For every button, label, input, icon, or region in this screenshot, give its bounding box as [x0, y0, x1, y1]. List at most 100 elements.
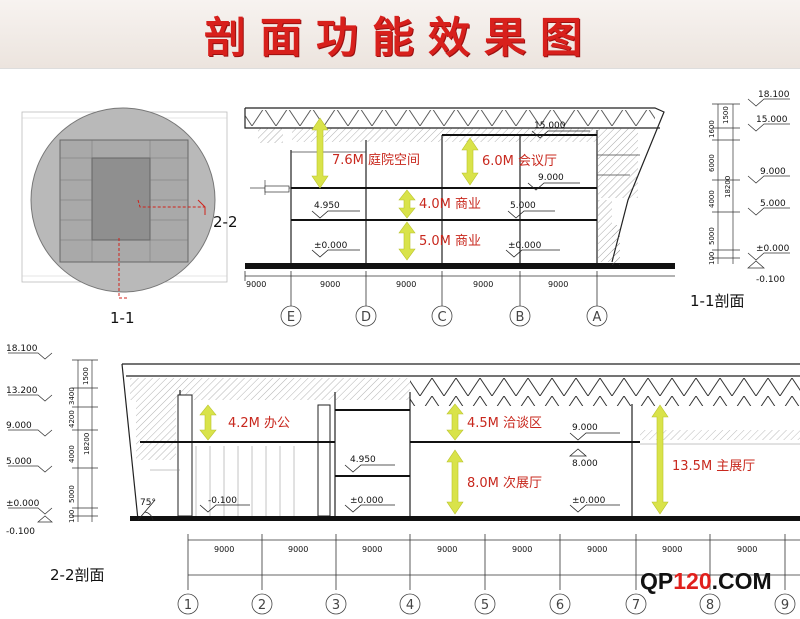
s1-caption: 1-1剖面: [690, 292, 745, 310]
s1-level-15: 15.000: [534, 121, 566, 131]
s1-ruler-d4000: 4000: [708, 190, 716, 208]
cut-2-label: 2-2: [213, 213, 238, 231]
s2-level-4950: 4.950: [350, 455, 376, 465]
logo-part-3: .COM: [711, 568, 772, 594]
s2-axis-3: 3: [332, 598, 340, 613]
cut-1-label: 1-1: [110, 309, 135, 327]
s2-bay-6: 9000: [662, 545, 682, 554]
cut-line-1-1: [118, 238, 128, 299]
s1-label-courtyard: 7.6M 庭院空间: [332, 152, 420, 168]
s2-ruler-top: 18.100: [6, 344, 38, 354]
s2-level-0a: ±0.000: [350, 496, 384, 506]
s2-bay-0: 9000: [214, 545, 234, 554]
s2-ruler-d100: 100: [68, 510, 76, 523]
arrow-office: [199, 404, 217, 441]
s1-ruler-0: ±0.000: [756, 244, 790, 254]
s2-ruler-d4000: 4000: [68, 445, 76, 463]
s2-ruler-0: ±0.000: [6, 499, 40, 509]
arrow-secondary-hall: [446, 449, 464, 515]
s2-level-8: 8.000: [572, 459, 598, 469]
title-band: [0, 0, 800, 69]
s2-bay-2: 9000: [362, 545, 382, 554]
logo-part-1: QP: [640, 568, 674, 594]
arrow-commerce-lower: [398, 221, 416, 261]
s2-ruler-total: 18200: [83, 433, 91, 455]
s1-bay-0: 9000: [246, 280, 266, 289]
s2-bay-5: 9000: [587, 545, 607, 554]
s1-level-9: 9.000: [538, 173, 564, 183]
s1-bay-2: 9000: [396, 280, 416, 289]
s2-axis-7: 7: [632, 598, 640, 613]
s1-ruler: [712, 98, 790, 269]
s2-axis-5: 5: [481, 598, 489, 613]
s1-ruler-total: 18200: [724, 176, 732, 198]
s2-ruler-d4200: 4200: [68, 410, 76, 428]
s2-axis-1: 1: [184, 598, 192, 613]
key-plan: [21, 107, 228, 299]
s1-bay-1: 9000: [320, 280, 340, 289]
s2-axis-2: 2: [258, 598, 266, 613]
s2-ruler-132: 13.200: [6, 386, 38, 396]
s2-ruler-d5000: 5000: [68, 485, 76, 503]
s1-axis-D: D: [361, 310, 371, 325]
s1-ruler-d5000: 5000: [708, 227, 716, 245]
s1-label-commerce-upper: 4.0M 商业: [419, 197, 481, 212]
s2-caption: 2-2剖面: [50, 566, 105, 584]
page-title: 剖面功能效果图: [203, 13, 596, 62]
s1-ruler-top: 18.100: [758, 90, 790, 100]
logo-part-2: 120: [673, 568, 712, 594]
s1-level-0b: ±0.000: [508, 241, 542, 251]
s1-level-5: 5.000: [510, 201, 536, 211]
s2-axis-9: 9: [781, 598, 789, 613]
s2-label-main-hall: 13.5M 主展厅: [672, 459, 755, 474]
s1-bay-4: 9000: [548, 280, 568, 289]
arrow-negotiation: [446, 403, 464, 441]
section-1-1: [244, 107, 675, 306]
s1-ruler-5: 5.000: [760, 199, 786, 209]
s1-bay-3: 9000: [473, 280, 493, 289]
s1-ruler-d100: 100: [708, 252, 716, 265]
arrow-main-hall: [651, 404, 669, 515]
s1-ruler-neg: -0.100: [756, 275, 785, 285]
s2-level-neg: -0.100: [208, 496, 237, 506]
s2-label-negotiation: 4.5M 洽谈区: [467, 416, 542, 431]
s2-angle: 75°: [140, 498, 156, 508]
key-plan-court: [91, 157, 151, 241]
section-2-2: [8, 352, 800, 590]
s2-ruler-d1500: 1500: [82, 367, 90, 385]
s2-axis-4: 4: [406, 598, 414, 613]
s1-axis-B: B: [516, 310, 525, 325]
arrow-commerce-upper: [398, 189, 416, 219]
arrow-courtyard: [311, 117, 329, 189]
s1-ruler-d1500: 1500: [722, 106, 730, 124]
s2-ruler-9: 9.000: [6, 421, 32, 431]
watermark-logo: QP120.COM: [640, 568, 772, 595]
s1-ruler-9: 9.000: [760, 167, 786, 177]
arrow-meeting: [461, 137, 479, 186]
s1-ruler-d1600: 1600: [708, 120, 716, 138]
s2-ruler-neg: -0.100: [6, 527, 35, 537]
s2-bay-7: 9000: [737, 545, 757, 554]
s2-level-9: 9.000: [572, 423, 598, 433]
s1-bay-dims: 9000 9000 9000 9000 9000: [246, 280, 568, 289]
s1-level-4950: 4.950: [314, 201, 340, 211]
s1-ruler-d6000: 6000: [708, 154, 716, 172]
s2-axis-8: 8: [706, 598, 714, 613]
s2-ruler-d3400: 3400: [68, 387, 76, 405]
s1-label-commerce-lower: 5.0M 商业: [419, 234, 481, 249]
s1-axis-E: E: [287, 310, 295, 325]
s1-axis-C: C: [437, 310, 446, 325]
s1-level-0a: ±0.000: [314, 241, 348, 251]
s2-axis-6: 6: [556, 598, 564, 613]
s2-bay-3: 9000: [437, 545, 457, 554]
s2-ruler-5: 5.000: [6, 457, 32, 467]
s2-level-0b: ±0.000: [572, 496, 606, 506]
s2-label-secondary-hall: 8.0M 次展厅: [467, 475, 542, 491]
cut-line-2-2: [137, 199, 205, 208]
s2-bay-1: 9000: [288, 545, 308, 554]
s2-bay-4: 9000: [512, 545, 532, 554]
s1-axis-A: A: [593, 310, 602, 325]
s1-label-meeting: 6.0M 会议厅: [482, 154, 557, 169]
s2-label-office: 4.2M 办公: [228, 416, 290, 431]
